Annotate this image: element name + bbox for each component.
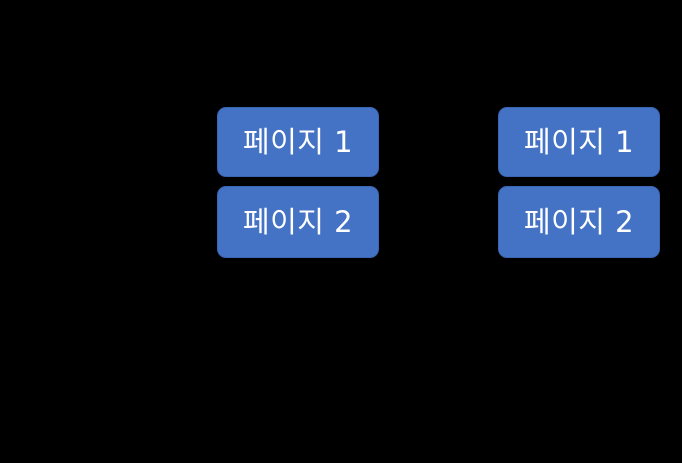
page-button-right-1[interactable]: 페이지 1 bbox=[498, 107, 660, 177]
left-page-button-group: 페이지 1 페이지 2 bbox=[217, 107, 379, 258]
page-button-right-2[interactable]: 페이지 2 bbox=[498, 186, 660, 258]
page-button-left-1[interactable]: 페이지 1 bbox=[217, 107, 379, 177]
right-page-button-group: 페이지 1 페이지 2 bbox=[498, 107, 660, 258]
page-button-left-2[interactable]: 페이지 2 bbox=[217, 186, 379, 258]
